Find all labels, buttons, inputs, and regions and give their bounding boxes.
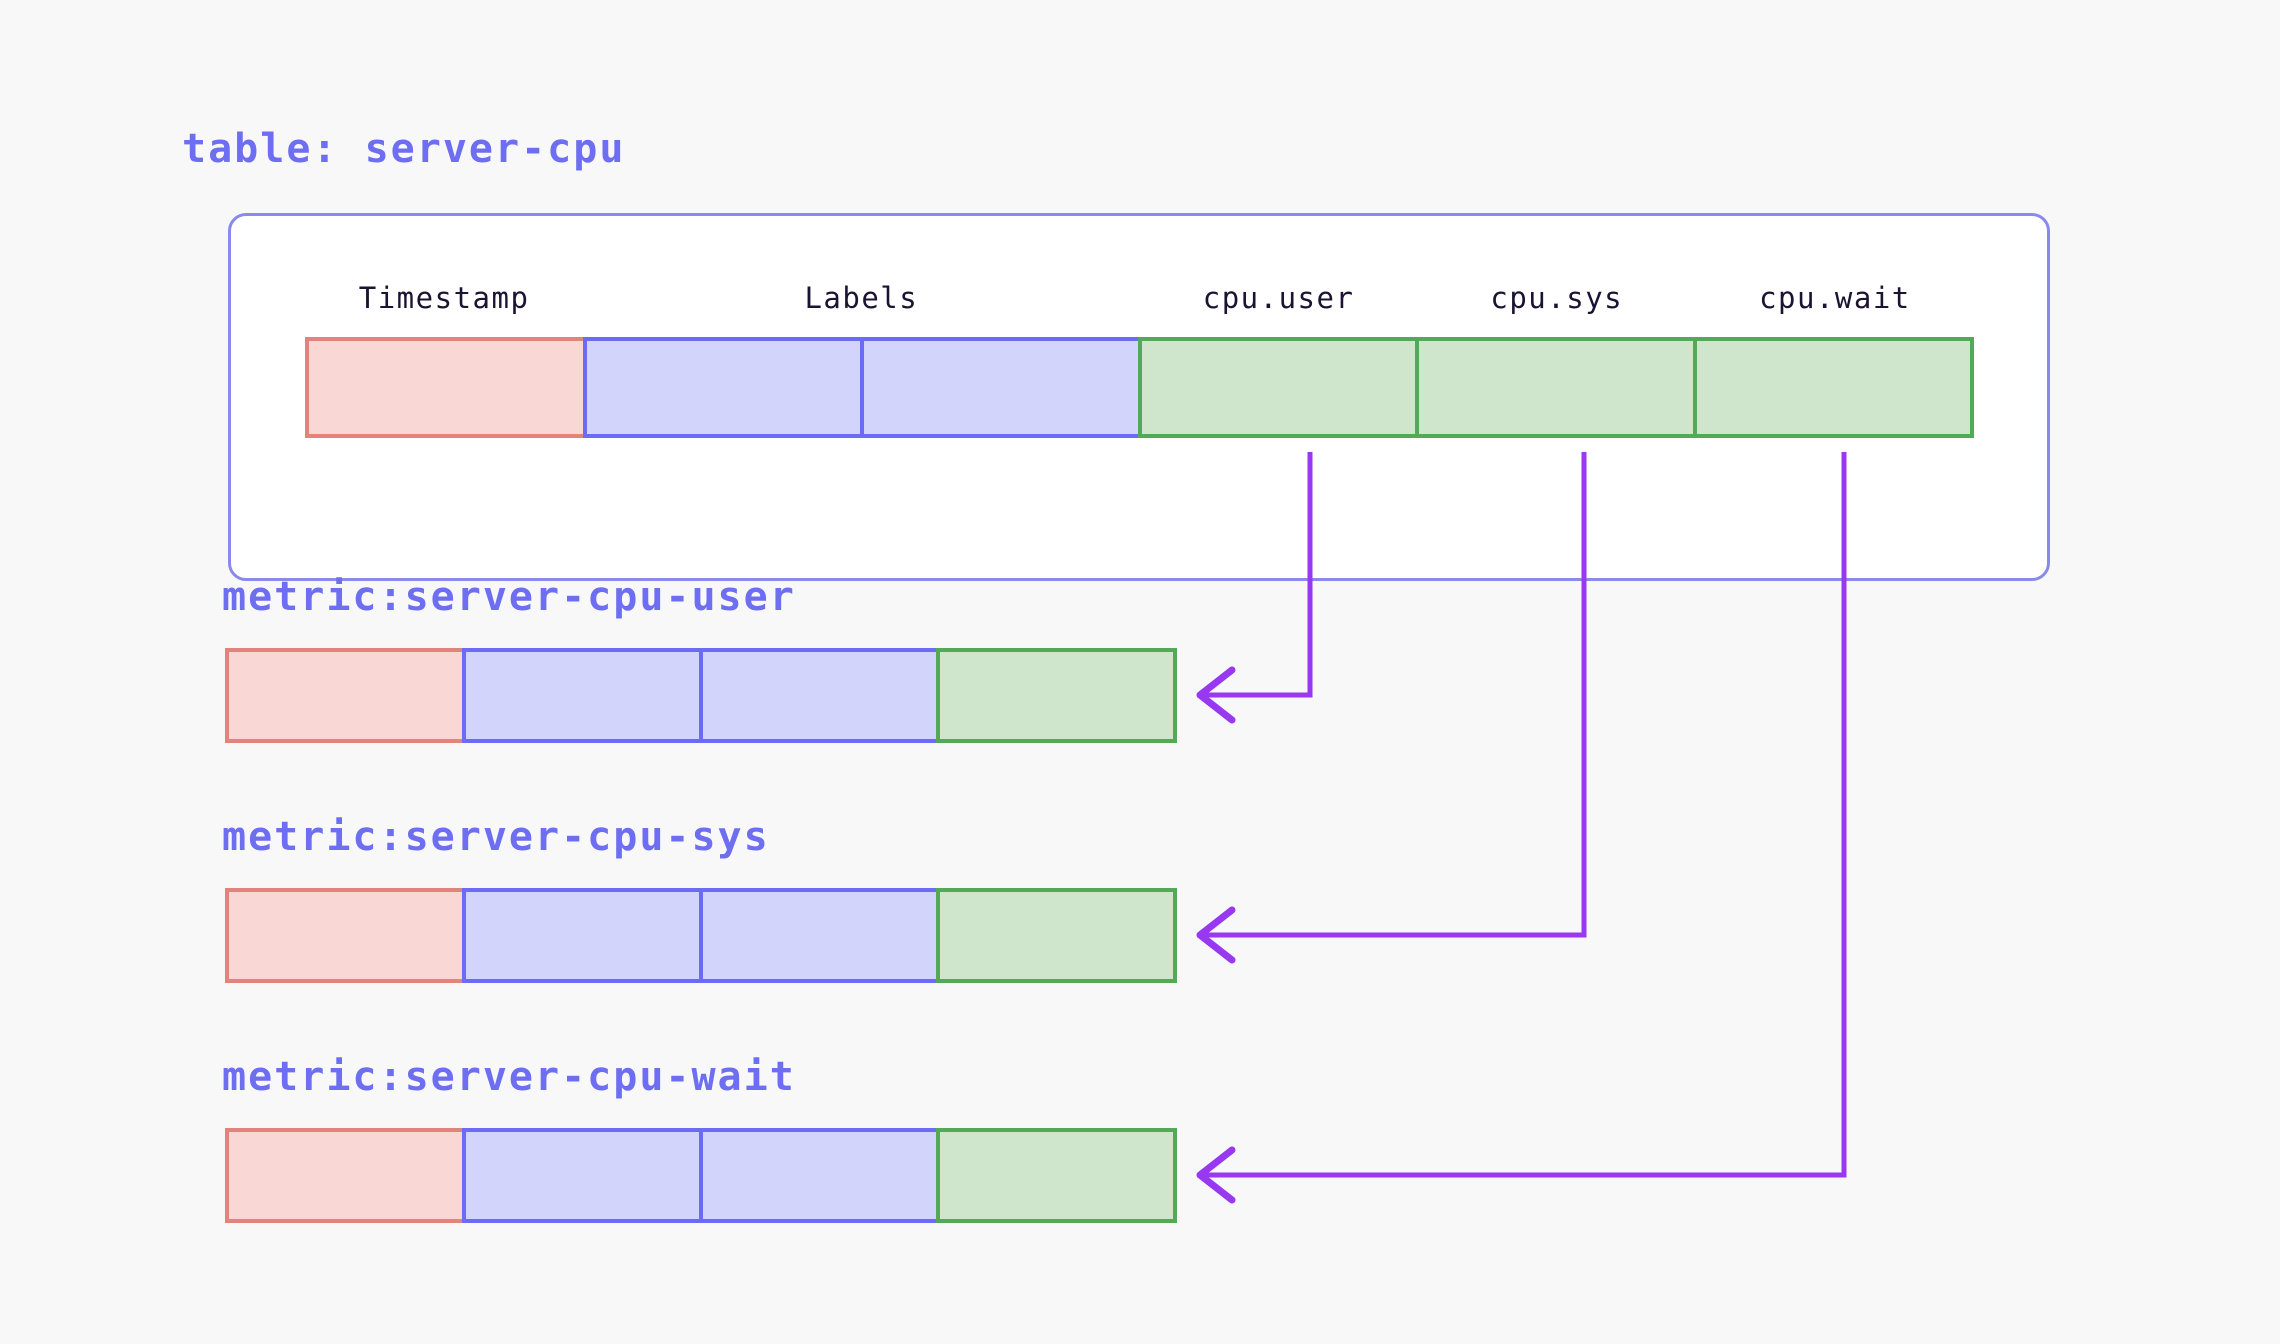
metric-label-server-cpu-user: metric:server-cpu-user (222, 574, 796, 620)
column-header-cpu-sys: cpu.sys (1490, 281, 1624, 315)
metric-cell-labels-1 (462, 888, 703, 983)
metric-cell-value (936, 1128, 1177, 1223)
column-header-timestamp: Timestamp (358, 281, 530, 315)
metric-label-server-cpu-sys: metric:server-cpu-sys (222, 814, 770, 860)
metric-cell-labels-1 (462, 648, 703, 743)
column-header-cpu-user: cpu.user (1202, 281, 1355, 315)
metric-label-server-cpu-wait: metric:server-cpu-wait (222, 1054, 796, 1100)
table-cell-cpu-wait (1692, 337, 1974, 438)
metric-cell-labels-2 (699, 888, 940, 983)
arrow-left-icon (1196, 1146, 1236, 1204)
metric-cell-value (936, 648, 1177, 743)
metric-cell-labels-1 (462, 1128, 703, 1223)
metric-cell-labels-2 (699, 1128, 940, 1223)
table-row (305, 337, 1974, 438)
metric-cell-value (936, 888, 1177, 983)
table-cell-labels-2 (860, 337, 1142, 438)
metric-row-server-cpu-sys (225, 888, 1177, 983)
metric-cell-labels-2 (699, 648, 940, 743)
column-header-cpu-wait: cpu.wait (1759, 281, 1911, 315)
metric-row-server-cpu-wait (225, 1128, 1177, 1223)
table-cell-timestamp (305, 337, 587, 438)
metric-cell-timestamp (225, 1128, 466, 1223)
arrow-left-icon (1196, 906, 1236, 964)
metric-cell-timestamp (225, 888, 466, 983)
column-header-labels: Labels (804, 281, 919, 315)
table-cell-cpu-sys (1415, 337, 1697, 438)
metric-row-server-cpu-user (225, 648, 1177, 743)
metric-cell-timestamp (225, 648, 466, 743)
table-title: table: server-cpu (182, 126, 626, 172)
arrow-left-icon (1196, 666, 1236, 724)
table-column-headers: Timestamp Labels cpu.user cpu.sys cpu.wa… (305, 281, 1974, 315)
table-cell-labels-1 (582, 337, 864, 438)
table-cell-cpu-user (1137, 337, 1419, 438)
